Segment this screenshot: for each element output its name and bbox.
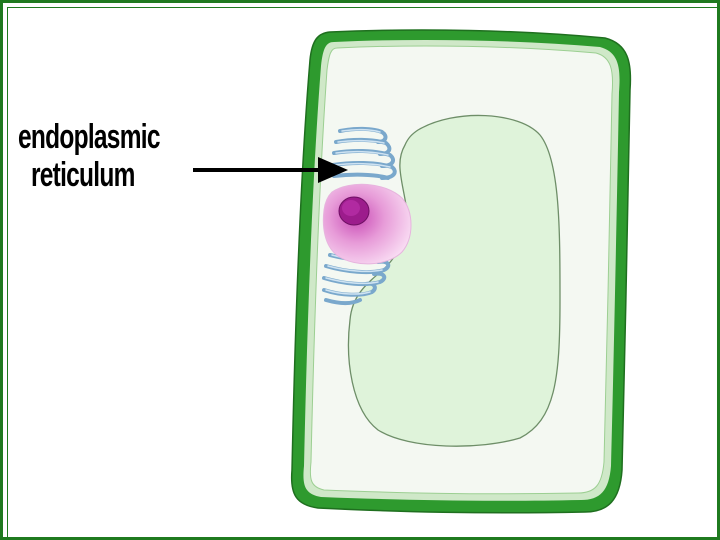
slide-inner-border [7,7,719,539]
nucleolus-highlight [342,200,360,216]
er-label-line1: endoplasmic [18,118,160,156]
central-vacuole [347,114,561,447]
nucleus [322,183,412,265]
arrow-right-icon [193,157,348,183]
er-label: endoplasmic reticulum [18,118,160,194]
er-upper-highlight [334,128,391,168]
er-label-line2: reticulum [30,156,135,194]
